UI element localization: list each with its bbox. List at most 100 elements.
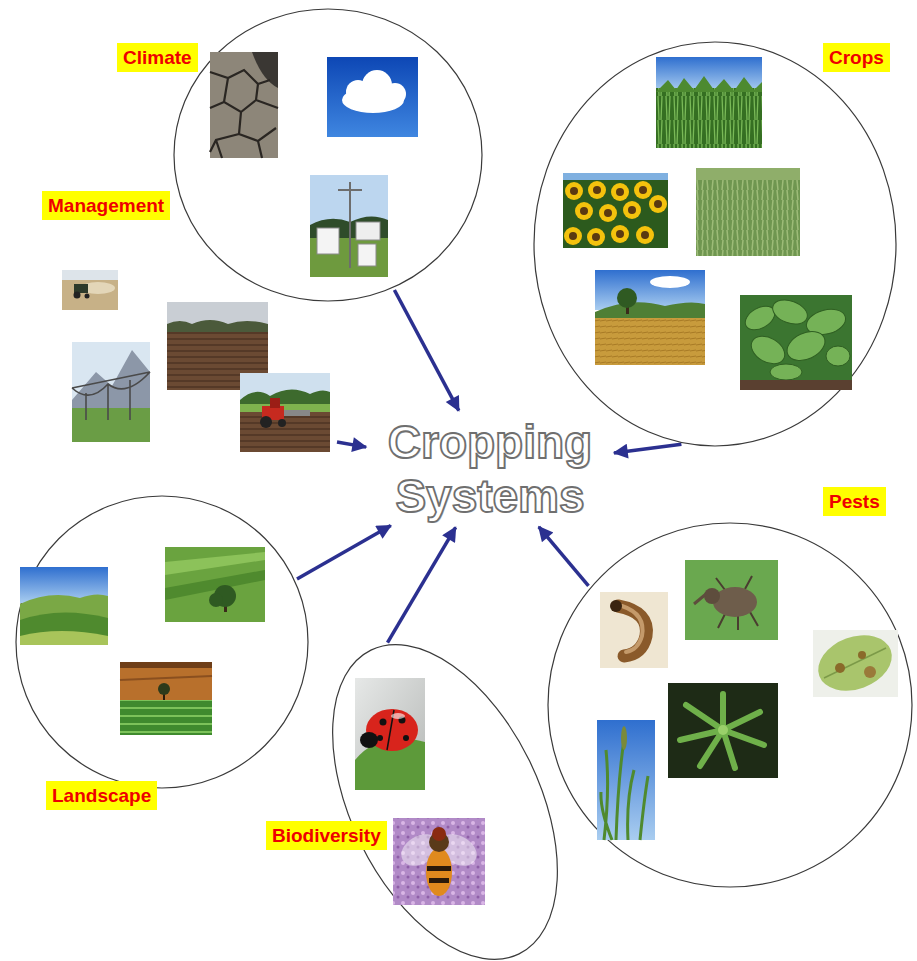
label-holder: Management <box>42 191 170 220</box>
circle-outline <box>350 632 540 961</box>
leaf-disease-photo-part <box>858 651 866 659</box>
circle-outline-shape <box>534 42 896 446</box>
hoverfly-photo-part <box>393 818 485 905</box>
category-label: Management <box>42 191 170 220</box>
grass-weed-photo-part <box>601 740 648 840</box>
ladybird-photo-part <box>355 678 425 790</box>
larva-photo-part <box>600 592 668 668</box>
ploughed-landscape-photo-part <box>120 676 212 680</box>
ladybird-photo-part <box>366 709 418 751</box>
tractor-photo-part <box>85 294 90 299</box>
irrigation-photo-part <box>72 342 150 442</box>
weed-photo-part <box>680 694 764 768</box>
grass-weed-photo-part <box>597 720 655 840</box>
circle-outline-shape <box>16 496 308 788</box>
ladybird-photo-part <box>377 735 383 741</box>
sowing-photo-part <box>284 410 310 416</box>
weather-station-photo-part <box>310 238 388 277</box>
beet-photo-part-part <box>782 326 829 366</box>
wheat-photo-part <box>595 318 705 365</box>
ploughed-landscape-photo-part <box>158 683 170 695</box>
tractor-photo-part <box>62 270 118 280</box>
sowing-photo-part <box>240 373 330 401</box>
cloud-photo-part <box>342 70 406 113</box>
sowing-photo-part <box>260 416 272 428</box>
ladybird-photo-part <box>355 739 425 790</box>
cloud-photo-part-part <box>362 70 392 100</box>
ploughed-landscape-photo-part <box>120 700 212 735</box>
beet-photo-part <box>740 295 852 390</box>
label-holder: Pests <box>823 487 886 516</box>
cloud-photo-part-part <box>342 87 404 113</box>
beet-photo <box>740 295 852 390</box>
ploughed-field-photo-part <box>167 332 268 390</box>
leaf-disease-photo-part <box>864 666 876 678</box>
leaf-disease-photo <box>810 626 899 701</box>
circle-outline-shape <box>286 609 603 961</box>
circle-outline-shape <box>548 523 912 887</box>
connector-arrow <box>297 526 391 579</box>
sowing-photo-part <box>278 419 286 427</box>
sunflower-photo-part <box>588 181 606 199</box>
weed-photo-part <box>718 725 728 735</box>
circle-outline <box>173 8 483 302</box>
hoverfly-photo-part <box>432 827 446 841</box>
hoverfly-photo-part <box>434 828 483 872</box>
hub-title: Cropping Systems <box>371 415 609 523</box>
sowing-photo-part <box>262 406 284 420</box>
sunflower-photo-part <box>575 202 593 220</box>
label-holder: Landscape <box>46 781 157 810</box>
category-label: Crops <box>823 43 890 72</box>
weather-station-photo-part <box>338 189 362 191</box>
ladybird-photo-part <box>360 732 378 748</box>
sunflower-photo-part <box>634 181 652 199</box>
weather-station-photo-part <box>310 175 388 277</box>
maize-photo <box>656 57 762 148</box>
sunflower-photo-part <box>599 204 617 222</box>
wheat-photo-part <box>595 302 705 322</box>
connector-arrow <box>337 442 366 447</box>
drought-photo-part <box>252 52 278 88</box>
beet-photo-part-part <box>804 305 849 339</box>
hoverfly-photo-part <box>426 848 452 896</box>
drought-photo <box>210 52 278 158</box>
weevil-photo-part <box>685 560 778 640</box>
sowing-photo-part <box>240 389 330 406</box>
sunflower-photo-part <box>563 173 668 180</box>
sowing-photo-part <box>240 412 330 452</box>
grass-weed-photo-part <box>621 726 627 750</box>
weather-station-photo-part <box>358 244 376 266</box>
sunflower-photo-part <box>611 183 629 201</box>
sorghum-photo <box>696 168 800 256</box>
sowing-photo <box>240 373 330 452</box>
sunflower-photo-part <box>623 201 641 219</box>
wheat-photo-part <box>626 300 629 314</box>
circle-outline-shape <box>174 9 482 301</box>
ploughed-landscape-photo-part <box>120 662 212 702</box>
tractor-photo-part <box>74 292 81 299</box>
leaf-disease-photo-part <box>813 630 898 697</box>
hills-photo <box>20 567 108 645</box>
connector-arrow <box>394 290 458 411</box>
green-fields-photo <box>165 547 265 622</box>
wheat-photo-part <box>617 288 637 308</box>
ploughed-field-photo-part <box>167 302 268 332</box>
weevil-photo-part <box>704 588 720 604</box>
green-fields-photo-part <box>214 585 236 607</box>
weed-photo <box>668 683 778 778</box>
cloud-photo-part <box>327 57 418 137</box>
ladybird-photo <box>355 678 425 790</box>
ladybird-photo-part <box>391 713 405 719</box>
ploughed-landscape-photo <box>120 662 212 735</box>
maize-photo-part <box>656 57 762 91</box>
ladybird-photo-part <box>403 735 409 741</box>
drought-photo-part <box>210 70 278 158</box>
drought-photo-part <box>210 52 278 158</box>
connector-arrow <box>614 444 681 453</box>
tractor-photo <box>62 270 118 310</box>
sunflower-photo-part <box>563 173 668 248</box>
irrigation-photo-part <box>72 408 150 442</box>
maize-photo-part <box>656 76 762 92</box>
circle-outline <box>533 41 897 447</box>
